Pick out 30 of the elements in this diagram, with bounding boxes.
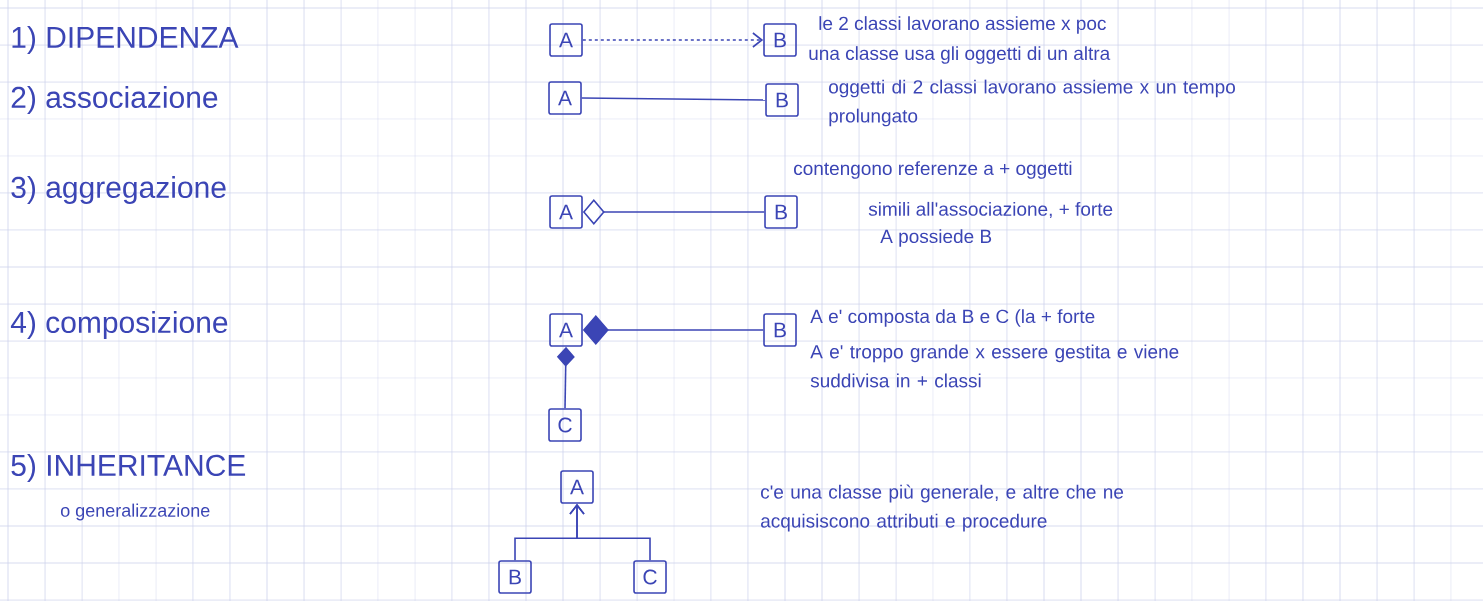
class-box: C — [633, 560, 667, 594]
class-box: B — [764, 195, 798, 229]
section-heading: 2) associazione — [11, 86, 218, 114]
class-box: B — [498, 560, 532, 594]
class-box: A — [549, 313, 583, 347]
handwritten-note: A e' troppo grande x essere gestita e viene suddivisa in + classi — [810, 344, 1179, 388]
arrow — [569, 503, 651, 561]
section-heading: 4) composizione — [10, 311, 228, 339]
class-box: A — [548, 81, 582, 115]
section-heading: 5) INHERITANCE — [11, 454, 246, 482]
connector-line — [581, 97, 766, 101]
handwritten-note: contengono referenze a + oggetti — [794, 161, 1072, 179]
handwritten-note: simili all'associazione, + forte — [868, 201, 1113, 219]
class-box: A — [560, 470, 594, 504]
arrow — [582, 32, 764, 48]
handwritten-note: c'e una classe più generale, e altre che ne acquisiscono attributi e procedure — [761, 484, 1124, 532]
section-heading: 1) DIPENDENZA — [12, 26, 239, 54]
class-box: B — [765, 83, 799, 117]
class-box: A — [549, 195, 583, 229]
class-box: B — [763, 23, 797, 57]
handwritten-note: le 2 classi lavorano assieme x poc — [819, 16, 1106, 34]
handwritten-note: A possiede B — [880, 229, 992, 247]
section-heading: 3) aggregazione — [11, 176, 226, 204]
handwritten-note: una classe usa gli oggetti di un altra — [809, 46, 1111, 64]
handwritten-note: oggetti di 2 classi lavorano assieme x un tempo prolungato — [829, 79, 1235, 127]
handwritten-note: A e' composta da B e C (la + forte — [810, 309, 1095, 327]
class-box: C — [548, 408, 582, 442]
class-box: B — [763, 313, 797, 347]
class-box: A — [549, 23, 583, 57]
subheading: o generalizzazione — [60, 503, 210, 521]
